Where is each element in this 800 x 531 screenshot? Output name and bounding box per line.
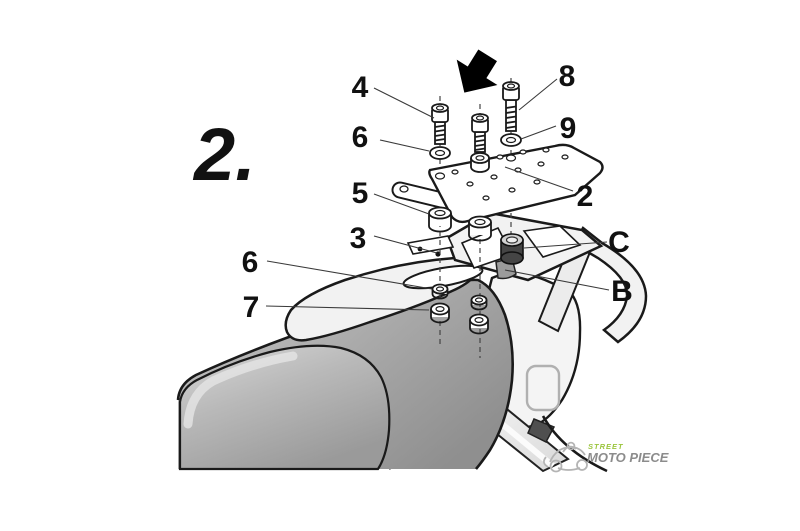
tail-reflector-outline	[525, 364, 561, 412]
callout-3: 3	[350, 222, 367, 255]
callout-leaders	[265, 78, 610, 311]
plate-holes	[434, 147, 569, 201]
logo-motopiece-text: MOTO PIECE	[587, 450, 669, 465]
screw-8-icon	[502, 81, 520, 132]
callout-2: 2	[577, 180, 594, 213]
spacer-5-icon	[428, 206, 452, 233]
screw-4-icon	[431, 103, 449, 145]
callout-B: B	[611, 275, 633, 308]
logo-street-text: STREET	[588, 442, 624, 451]
callout-4: 4	[352, 71, 369, 104]
washer-seat-right-icon	[470, 294, 488, 311]
rack-right-rail	[572, 226, 648, 344]
nut-7-icon	[430, 302, 450, 324]
brand-logo: STREET MOTO PIECE	[543, 441, 669, 473]
screw-middle-icon	[471, 113, 489, 153]
nut-seat-right-icon	[469, 313, 489, 335]
plate-nut-icon	[470, 152, 490, 173]
washer-6-icon	[429, 146, 451, 160]
step-number: 2.	[192, 113, 256, 196]
platform-cutout-right	[522, 225, 582, 258]
seat-highlight	[183, 351, 298, 429]
washer-9-icon	[500, 133, 522, 147]
callout-9: 9	[560, 112, 577, 145]
washer-6-seat-icon	[431, 283, 449, 300]
callout-8: 8	[559, 60, 576, 93]
callout-5: 5	[352, 177, 369, 210]
callout-7: 7	[243, 291, 260, 324]
knob-c-icon	[500, 233, 524, 265]
callout-C: C	[608, 226, 630, 259]
strap-hole-left	[399, 185, 409, 193]
callout-6-top: 6	[352, 121, 369, 154]
down-arrow-icon	[456, 49, 498, 93]
motorcycle-sketch-icon	[543, 441, 588, 473]
seat	[176, 278, 514, 471]
spacer-right-icon	[468, 215, 492, 242]
seat-front-face	[178, 344, 391, 471]
callout-6-seat: 6	[242, 246, 259, 279]
fasteners	[428, 81, 522, 335]
